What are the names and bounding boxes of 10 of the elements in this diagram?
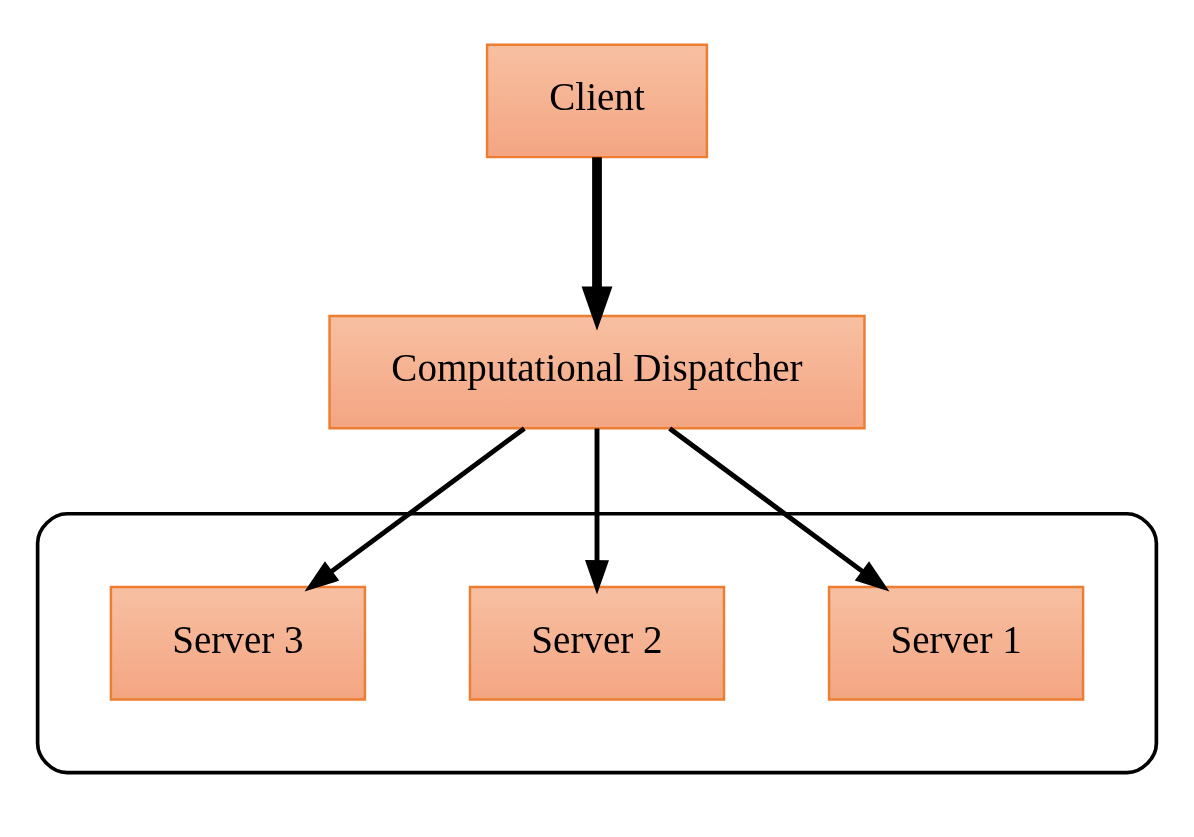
arrow [581,157,613,331]
node-box: Server 2 [468,585,726,701]
node-box: Client [485,43,709,159]
arrow [585,428,609,595]
arrow [668,426,890,592]
node-box: Server 1 [827,585,1085,701]
cluster [35,511,1159,775]
node-box: Server 3 [109,585,367,701]
node-box: Computational Dispatcher [328,314,866,430]
arrow [304,426,526,592]
